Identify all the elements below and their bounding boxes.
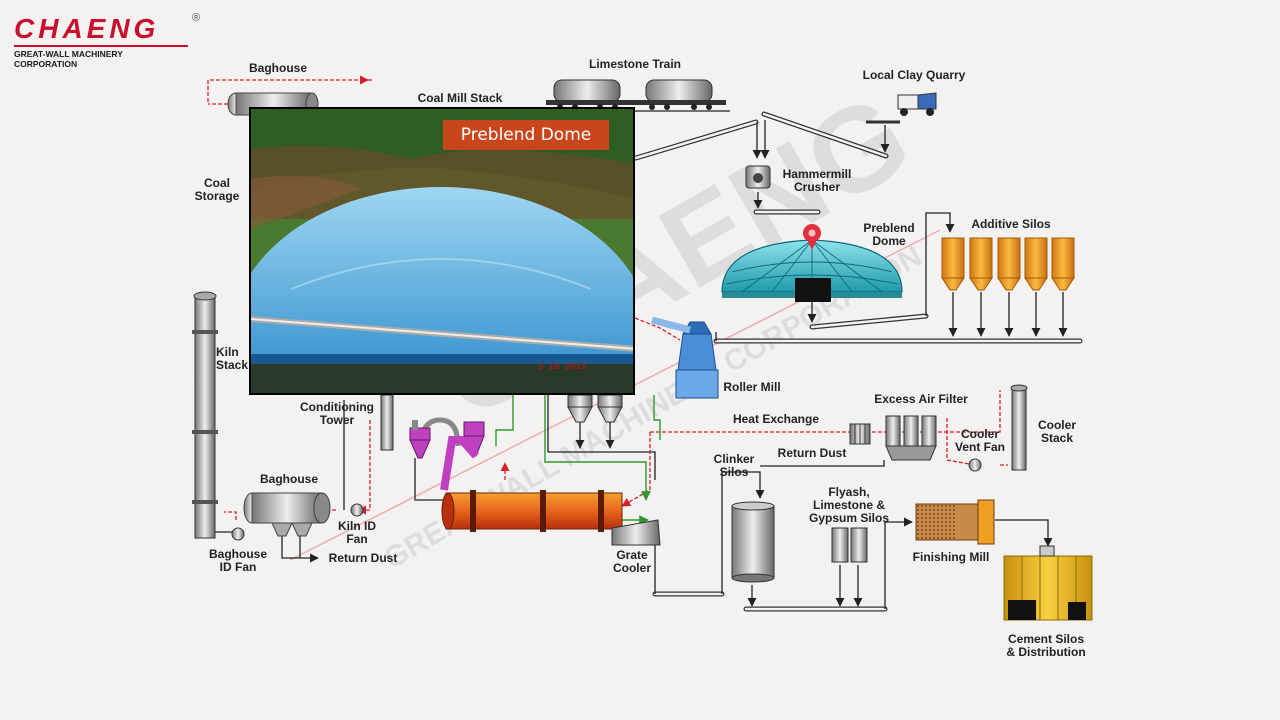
flyash-silos	[831, 527, 868, 563]
preblend-dome-graphic	[721, 224, 903, 302]
roller-mill	[651, 316, 719, 399]
rotary-kiln	[441, 490, 623, 532]
label-clinker-silos: Clinker Silos	[713, 452, 755, 479]
clay-truck	[866, 92, 937, 124]
label-coal-mill-stack: Coal Mill Stack	[417, 91, 503, 105]
label-conditioning-tower: Conditioning Tower	[300, 400, 374, 427]
label-roller-mill: Roller Mill	[723, 380, 781, 394]
grate-cooler	[611, 519, 661, 546]
label-return-dust-mid: Return Dust	[777, 446, 847, 460]
label-preblend-dome: Preblend Dome	[863, 221, 915, 248]
label-finishing-mill: Finishing Mill	[912, 550, 990, 564]
label-baghouse-id-fan: Baghouse ID Fan	[208, 547, 267, 574]
additive-silos	[941, 237, 1075, 291]
label-cooler-stack: Cooler Stack	[1037, 418, 1076, 445]
label-hammermill-crusher: Hammermill Crusher	[782, 167, 852, 194]
preheater-tower	[409, 417, 485, 491]
photo-date-tag: 5 10 2015	[538, 362, 587, 372]
finishing-mill	[915, 499, 995, 545]
baghouse-bottom	[243, 492, 331, 537]
label-additive-silos: Additive Silos	[971, 217, 1051, 231]
photo-title: Preblend Dome	[443, 120, 609, 150]
conditioning-tower	[380, 394, 394, 451]
label-coal-storage: Coal Storage	[194, 176, 240, 203]
excess-air-filter	[849, 415, 937, 461]
label-baghouse-bottom: Baghouse	[259, 472, 318, 486]
logo-brand: CHAENG	[14, 13, 160, 44]
company-logo: CHAENG ® GREAT-WALL MACHINERY CORPORATIO…	[14, 12, 204, 69]
clinker-silo	[731, 501, 775, 583]
label-grate-cooler: Grate Cooler	[612, 548, 651, 575]
label-heat-exchange: Heat Exchange	[732, 412, 820, 426]
logo-registered-mark: ®	[192, 12, 201, 24]
label-kiln-id-fan: Kiln ID Fan	[338, 519, 376, 546]
cooler-stack	[1010, 384, 1028, 471]
label-limestone-train: Limestone Train	[588, 57, 682, 71]
photo-image	[251, 109, 633, 393]
label-local-clay-quarry: Local Clay Quarry	[862, 68, 966, 82]
logo-subtitle: GREAT-WALL MACHINERY CORPORATION	[14, 45, 188, 69]
label-kiln-stack: Kiln Stack	[216, 345, 249, 372]
label-flyash-silos: Flyash, Limestone & Gypsum Silos	[808, 485, 890, 525]
blending-silos	[567, 394, 623, 423]
label-cement-silos: Cement Silos & Distribution	[1006, 632, 1086, 659]
hammermill-crusher	[745, 165, 771, 189]
kiln-stack	[192, 291, 218, 539]
label-cooler-vent-fan: Cooler Vent Fan	[954, 427, 1005, 454]
preblend-dome-photo	[249, 107, 635, 395]
cement-silos	[1003, 545, 1093, 621]
label-excess-air-filter: Excess Air Filter	[874, 392, 968, 406]
label-return-dust-bottom: Return Dust	[328, 551, 398, 565]
fans	[231, 458, 982, 541]
label-baghouse-top: Baghouse	[248, 61, 307, 75]
